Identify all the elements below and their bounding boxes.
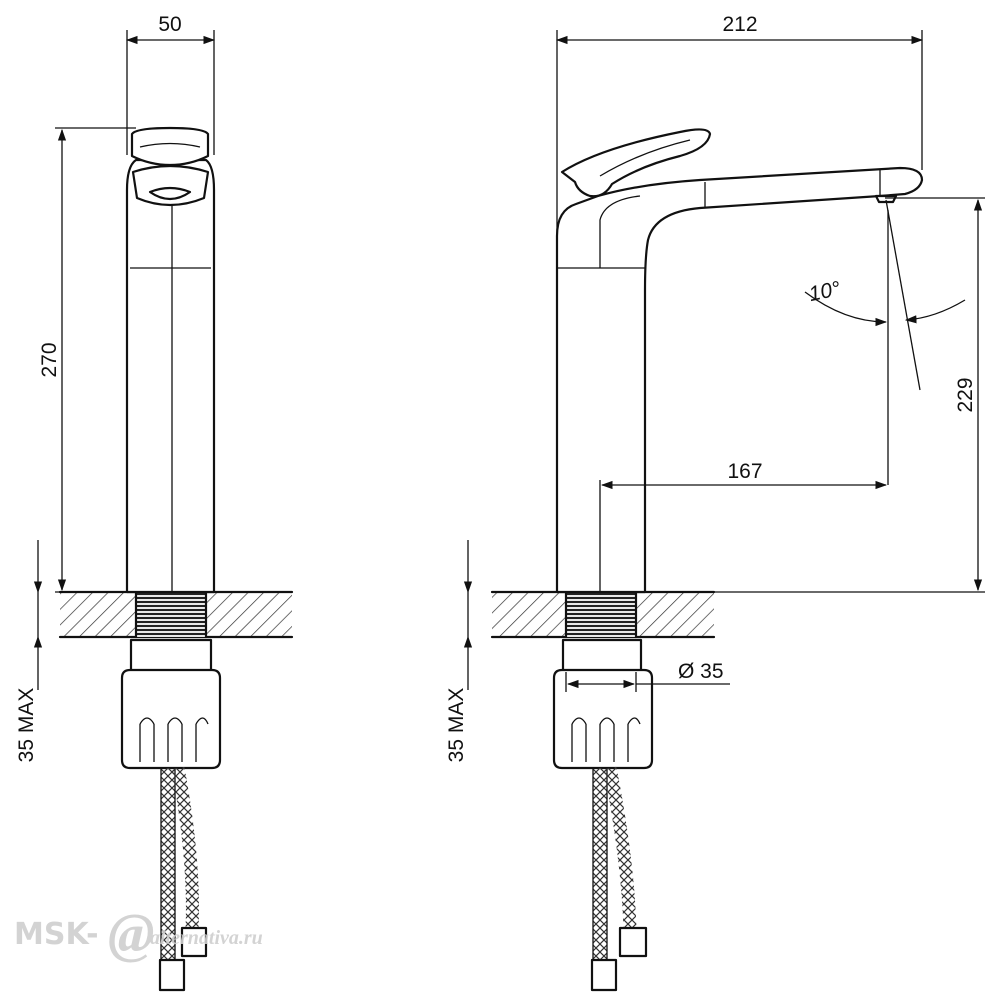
front-view: 50 270 35 MAX [15, 13, 294, 992]
watermark-brand: MSK- [14, 917, 99, 952]
dim-spout-height: 229 [954, 377, 977, 412]
dim-width-front: 50 [158, 13, 181, 36]
watermark-suffix: alternativa.ru [150, 927, 263, 949]
dim-spout-reach: 167 [727, 460, 762, 483]
hose-fitting-front-2 [180, 926, 208, 958]
hose-fitting-front-1 [158, 958, 186, 992]
lever-handle-front [130, 126, 210, 167]
mounting-shaft-front [129, 638, 213, 674]
dim-max-thickness-front: 35 MAX [15, 688, 38, 763]
faucet-body-front [125, 158, 216, 594]
hose-front-2 [171, 766, 199, 931]
threaded-rod-front [136, 592, 206, 637]
hose-fitting-side-2 [618, 926, 648, 958]
dim-max-thickness-side: 35 MAX [445, 688, 468, 763]
dim-width-side: 212 [722, 13, 757, 36]
cartridge-front [131, 164, 210, 207]
dim-height-front: 270 [38, 342, 61, 377]
hose-side-2 [603, 766, 637, 931]
dim-diameter-side: Ø 35 [678, 660, 724, 683]
hose-fitting-side-1 [590, 958, 618, 992]
faucet-body-side [555, 166, 924, 594]
threaded-rod-side [566, 592, 636, 637]
lever-handle-side [560, 128, 712, 198]
side-view: 212 229 167 10° Ø 35 35 MAX [445, 13, 985, 992]
dim-spout-angle: 10° [807, 277, 843, 306]
mounting-shaft-side [561, 638, 643, 674]
watermark-at-sign: @ [108, 903, 155, 965]
watermark: MSK- @ alternativa.ru [14, 903, 263, 965]
